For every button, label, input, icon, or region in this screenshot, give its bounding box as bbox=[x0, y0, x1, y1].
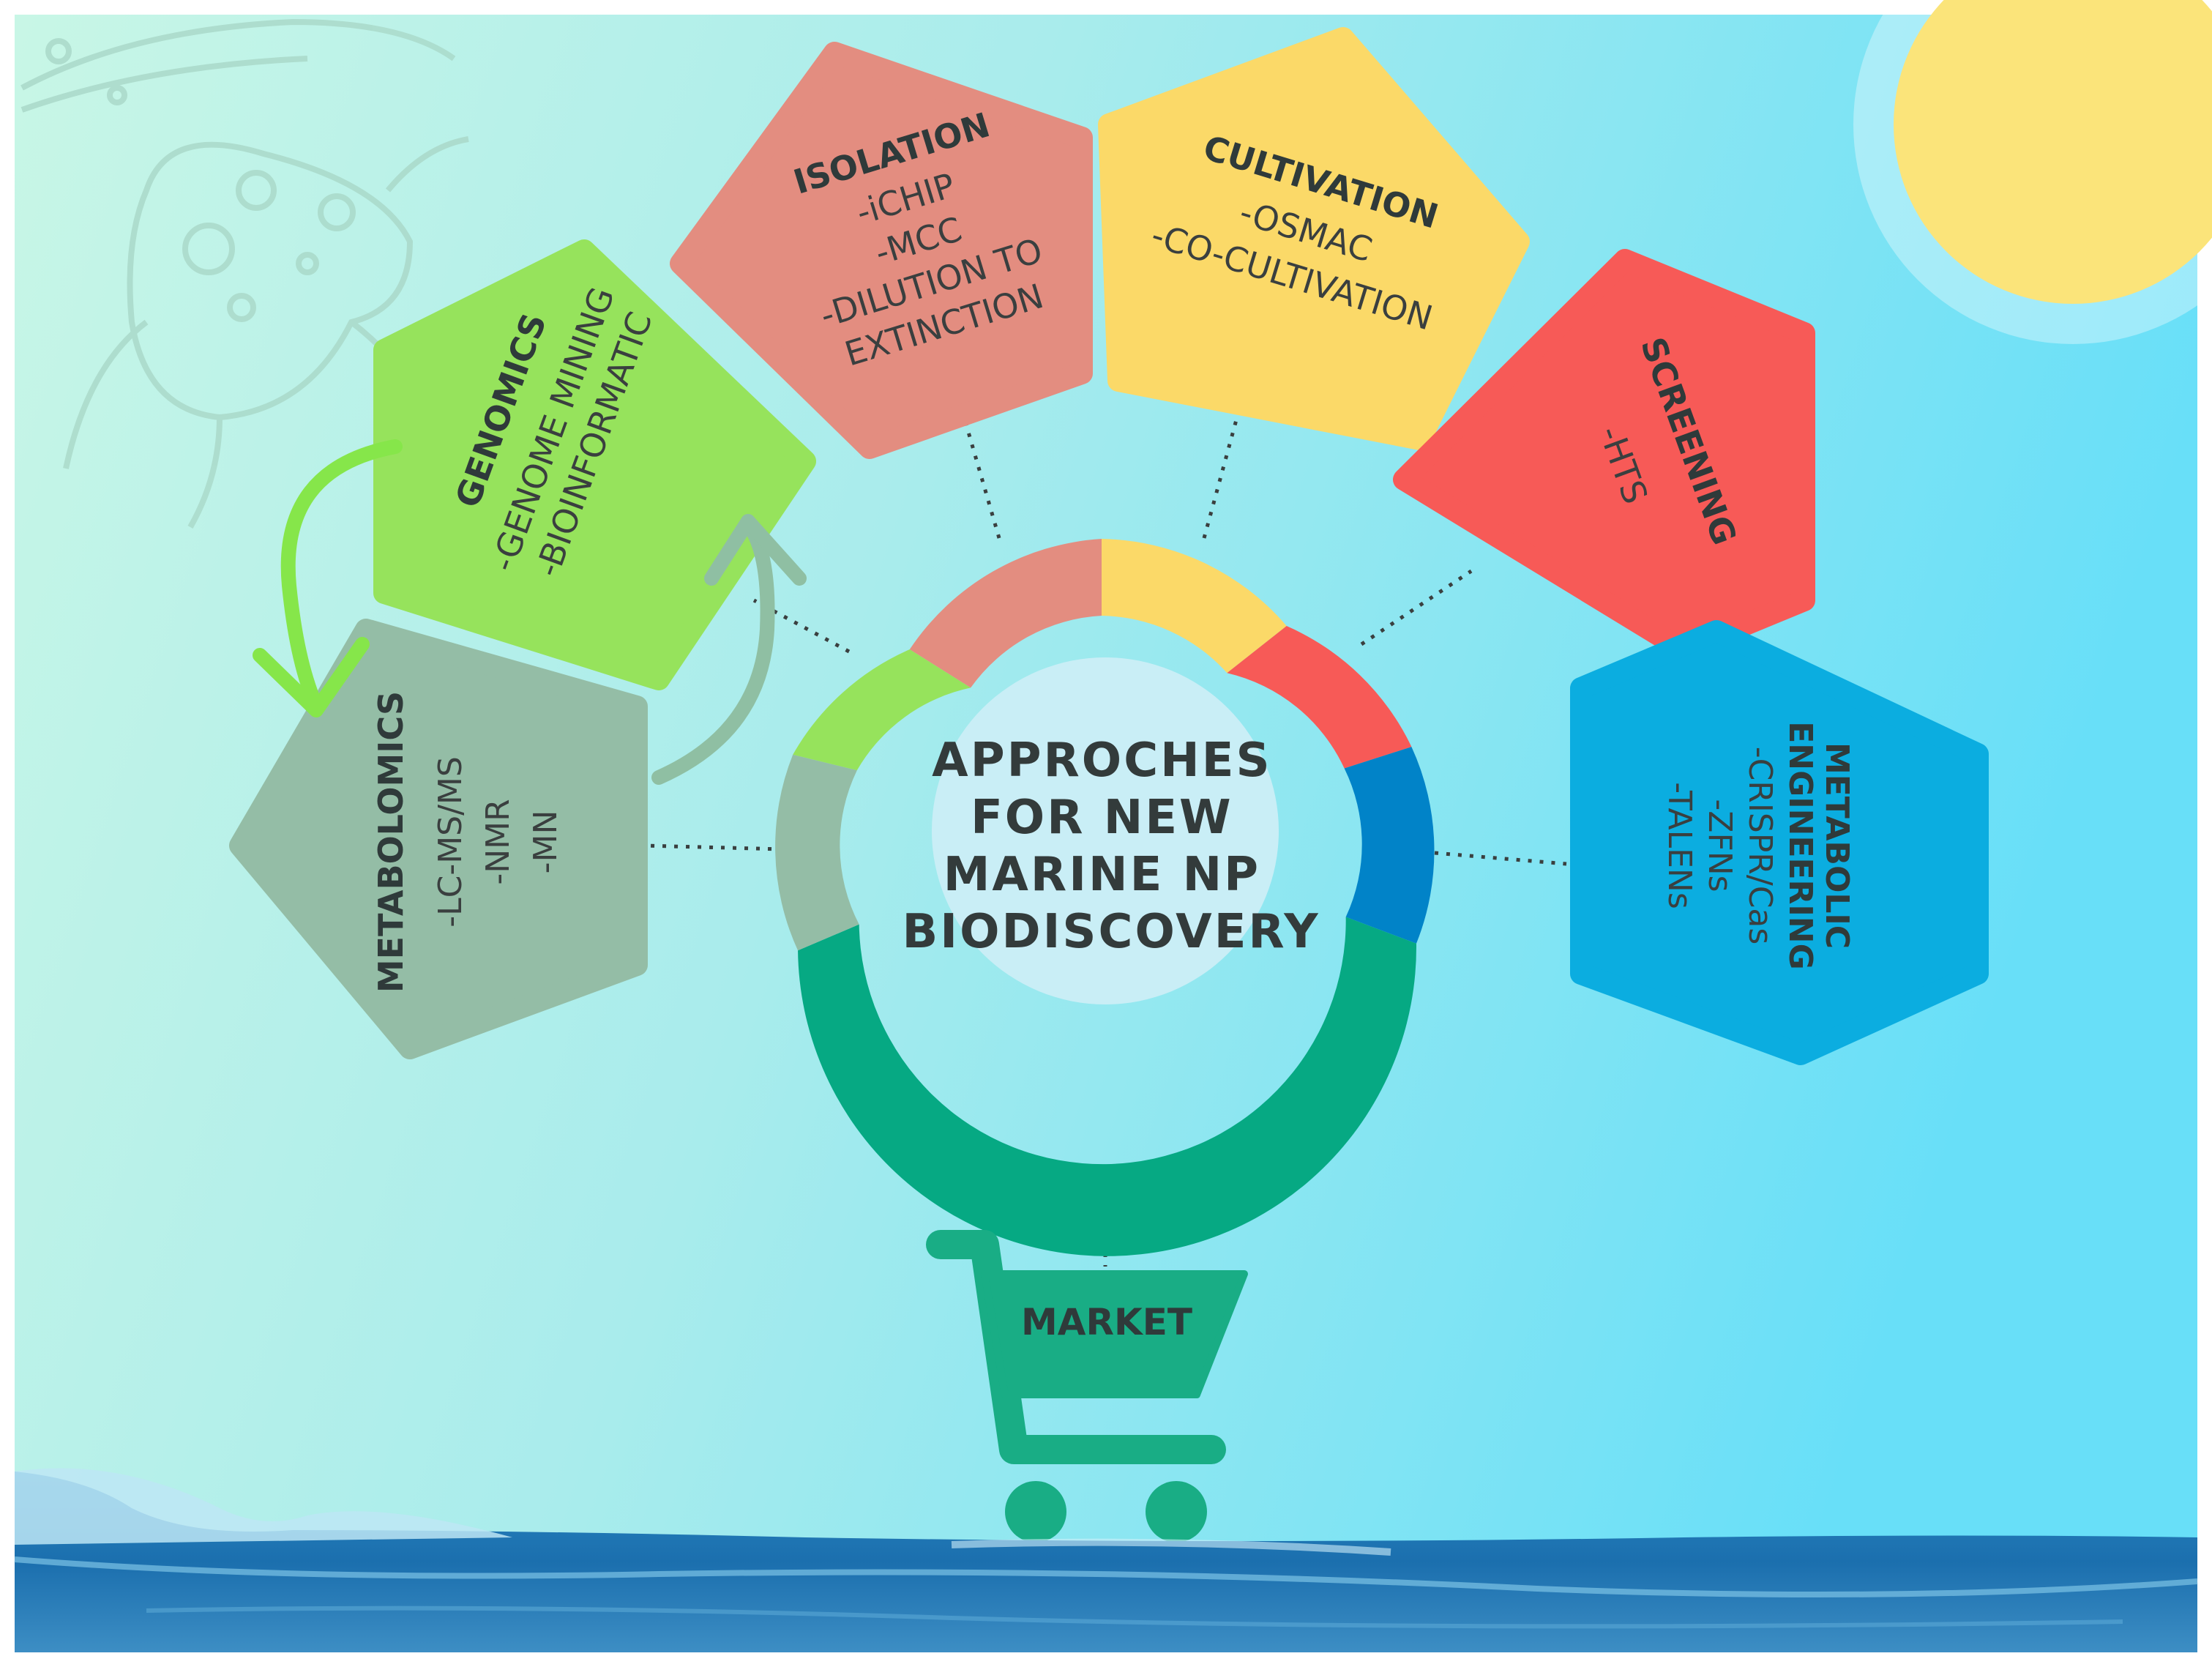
approach-metabolomics: METABOLOMICS -LC-MS/MS -NMR -MN bbox=[229, 619, 648, 1059]
metabolic-title-1: METABOLIC bbox=[1818, 742, 1856, 949]
metabolic-title-2: ENGINEERING bbox=[1782, 721, 1819, 970]
center-circle bbox=[932, 657, 1279, 1004]
metabolic-item-3: -TALENs bbox=[1661, 782, 1698, 909]
metabolomics-item-3: -MN bbox=[527, 810, 564, 874]
center-line-4: BIODISCOVERY bbox=[902, 905, 1320, 959]
ring-segment-screening bbox=[1227, 626, 1412, 769]
ring-segment-market bbox=[798, 917, 1417, 1256]
ring-segment-cultivation bbox=[1102, 539, 1287, 674]
cycle-arrow-up-icon bbox=[651, 514, 807, 785]
center-title: APPROCHES FOR NEW MARINE NP BIODISCOVERY bbox=[902, 734, 1320, 959]
approach-cultivation: CULTIVATION -OSMAC -CO-CULTIVATION bbox=[1098, 27, 1530, 450]
metabolic-item-2: -ZFNs bbox=[1701, 799, 1738, 892]
metabolomics-title: METABOLOMICS bbox=[371, 691, 411, 993]
center-line-3: MARINE NP bbox=[944, 848, 1260, 902]
cycle-arrow-down-icon bbox=[253, 439, 403, 717]
shopping-cart-icon bbox=[926, 1230, 1248, 1543]
microbe-icon bbox=[20, 18, 469, 529]
metabolomics-item-1: -LC-MS/MS bbox=[432, 756, 469, 928]
metabolomics-item-2: -NMR bbox=[479, 799, 517, 884]
ring-segment-genomics bbox=[793, 649, 971, 771]
central-ring bbox=[775, 539, 1435, 1256]
approach-genomics: GENOMICS -GENOME MINING -BIOINFORMATIC bbox=[373, 239, 816, 690]
sea-waves bbox=[14, 1468, 2198, 1652]
approach-metabolic-engineering: METABOLIC ENGINEERING -CRISPR/Cas -ZFNs … bbox=[1570, 620, 1989, 1065]
approach-isolation: ISOLATION -iCHIP -MCC -DILUTION TO EXTIN… bbox=[670, 42, 1093, 459]
center-line-1: APPROCHES bbox=[932, 734, 1271, 788]
ring-segment-isolation bbox=[909, 539, 1102, 688]
ring-segment-metabolomics bbox=[775, 754, 859, 951]
market-label: MARKET bbox=[1021, 1301, 1192, 1343]
metabolic-item-1: -CRISPR/Cas bbox=[1741, 747, 1779, 945]
ring-segment-metabolic bbox=[1344, 747, 1435, 944]
approach-screening: SCREENING -HTS bbox=[1393, 249, 1815, 661]
sun-icon bbox=[1853, 0, 2212, 344]
center-line-2: FOR NEW bbox=[971, 791, 1233, 845]
